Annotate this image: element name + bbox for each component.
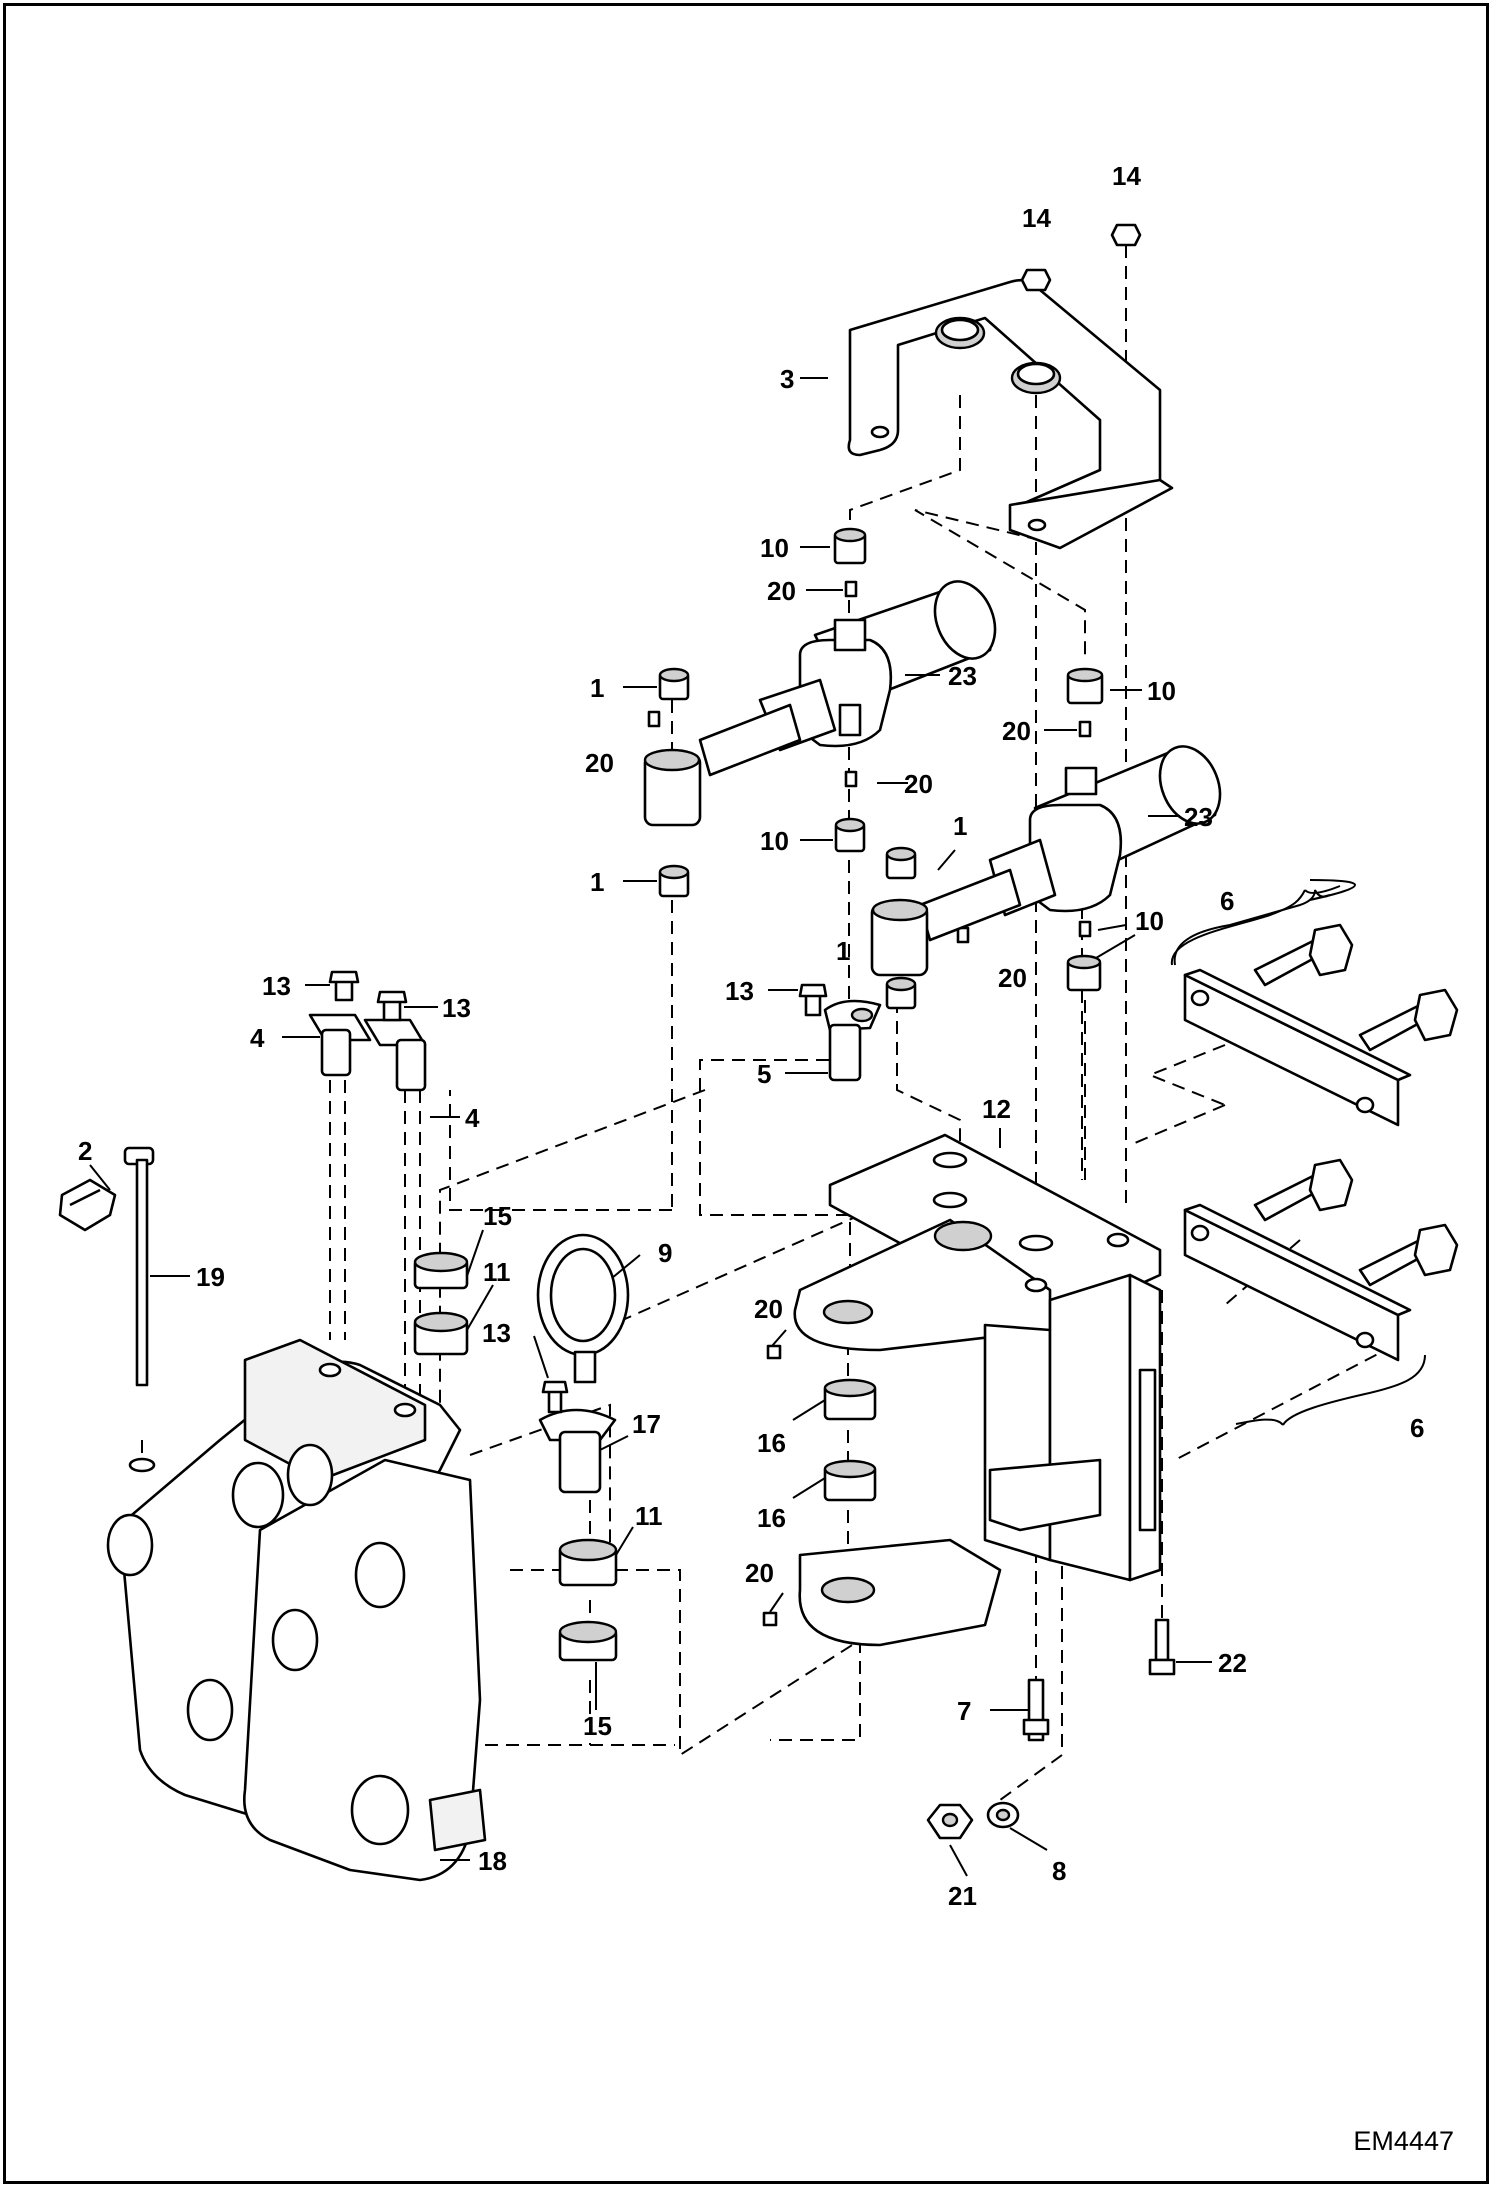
callout-2: 2 (78, 1136, 92, 1166)
part-cylinder-23-upper (698, 580, 997, 777)
callout-4: 4 (250, 1023, 265, 1053)
callout-10: 10 (760, 533, 789, 563)
leader-lines (89, 377, 1356, 1877)
part-pin-5 (798, 983, 882, 1082)
part-pin-4 (308, 970, 427, 1092)
callout-9: 9 (658, 1238, 672, 1268)
callout-19: 19 (196, 1262, 225, 1292)
part-rod-19 (128, 1158, 156, 1473)
part-bracket (847, 278, 1174, 550)
callout-10: 10 (1135, 906, 1164, 936)
callout-8: 8 (1052, 1856, 1066, 1886)
callout-16: 16 (757, 1428, 786, 1458)
part-bolt-7 (1022, 1678, 1050, 1742)
callout-1: 1 (836, 936, 850, 966)
callout-18: 18 (478, 1846, 507, 1876)
assembly-lines (141, 245, 1396, 1801)
callout-labels: 14 14 3 10 20 1 23 10 20 20 20 10 1 23 1… (78, 161, 1424, 1911)
part-bushing-11-15-lower (558, 1538, 618, 1662)
part-pin-17 (538, 1380, 617, 1494)
part-plate-6 (1183, 923, 1459, 1362)
part-frame-12 (793, 1133, 1162, 1647)
callout-1: 1 (953, 811, 967, 841)
part-grease-fitting-20 (647, 580, 1092, 1627)
callout-20: 20 (585, 748, 614, 778)
callout-1: 1 (590, 673, 604, 703)
page-border (3, 3, 1489, 2184)
callout-3: 3 (780, 364, 794, 394)
callout-17: 17 (632, 1409, 661, 1439)
callout-20: 20 (767, 576, 796, 606)
callout-6: 6 (1410, 1413, 1424, 1443)
callout-13: 13 (262, 971, 291, 1001)
part-nut-14 (1020, 223, 1142, 292)
part-coupler-18 (106, 1338, 487, 1882)
part-rod-end-left (643, 667, 702, 898)
callout-15: 15 (483, 1201, 512, 1231)
callout-1: 1 (590, 867, 604, 897)
callout-10: 10 (1147, 676, 1176, 706)
callout-5: 5 (757, 1059, 771, 1089)
part-washer-8 (986, 1801, 1020, 1829)
callout-13: 13 (442, 993, 471, 1023)
part-bushing-16 (823, 1378, 877, 1502)
callout-13: 13 (482, 1318, 511, 1348)
callout-10: 10 (760, 826, 789, 856)
callout-15: 15 (583, 1711, 612, 1741)
part-bushing-10 (833, 527, 1104, 992)
drawing-reference-code: EM4447 (1353, 2126, 1454, 2156)
callout-4: 4 (465, 1103, 480, 1133)
callout-13: 13 (725, 976, 754, 1006)
callout-23: 23 (948, 661, 977, 691)
part-rod-end-right (870, 846, 929, 1010)
callout-20: 20 (1002, 716, 1031, 746)
callout-14: 14 (1112, 161, 1141, 191)
part-nut-21 (926, 1803, 974, 1840)
callout-11: 11 (635, 1501, 663, 1531)
callout-20: 20 (745, 1558, 774, 1588)
plate-6-braces (1170, 885, 1426, 1426)
callout-20: 20 (998, 963, 1027, 993)
callout-16: 16 (757, 1503, 786, 1533)
part-lifting-eye-9 (536, 1233, 630, 1384)
callout-12: 12 (982, 1094, 1011, 1124)
callout-21: 21 (948, 1881, 977, 1911)
callout-11: 11 (483, 1257, 511, 1287)
callout-6: 6 (1220, 886, 1234, 916)
part-bushing-15-11-left (413, 1251, 469, 1356)
callout-7: 7 (957, 1696, 971, 1726)
part-cylinder-23-lower (918, 745, 1222, 942)
callout-14: 14 (1022, 203, 1051, 233)
callout-20: 20 (754, 1294, 783, 1324)
callout-20: 20 (904, 769, 933, 799)
part-bolt-22 (1148, 1618, 1176, 1676)
callout-23: 23 (1184, 802, 1213, 832)
callout-22: 22 (1218, 1648, 1247, 1678)
